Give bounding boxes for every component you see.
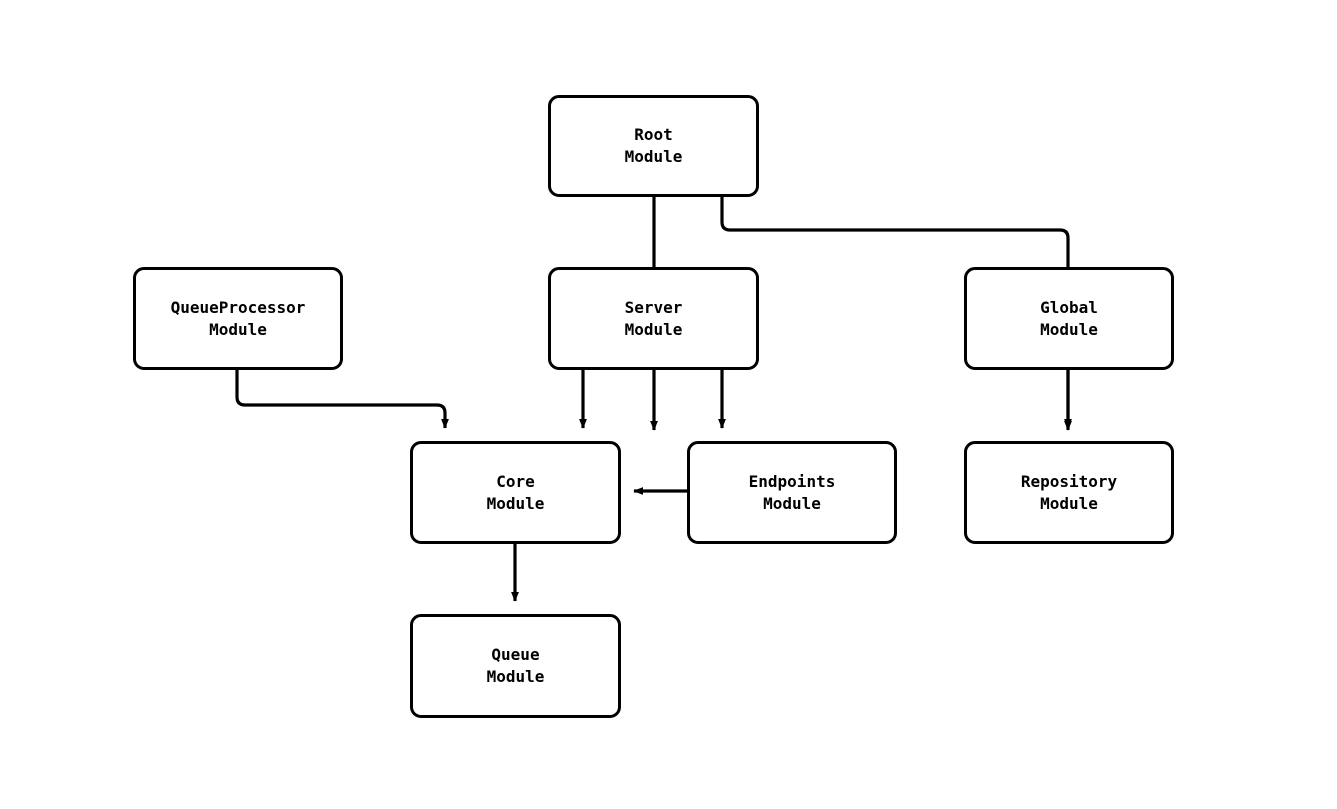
node-endpoints-module-line2: Module	[763, 493, 821, 513]
node-core-module-line1: Core	[496, 471, 535, 491]
node-endpoints-module[interactable]: Endpoints Module	[687, 441, 897, 544]
edge-queueprocessor-to-core	[235, 370, 449, 429]
node-repository-module-line2: Module	[1040, 493, 1098, 513]
node-queueprocessor-module[interactable]: QueueProcessor Module	[133, 267, 343, 370]
node-core-module-line2: Module	[486, 493, 545, 513]
node-server-module[interactable]: Server Module	[548, 267, 759, 370]
node-queue-module[interactable]: Queue Module	[410, 614, 621, 718]
node-global-module-line1: Global	[1040, 297, 1098, 317]
node-server-module-line1: Server	[624, 297, 683, 317]
node-core-module[interactable]: Core Module	[410, 441, 621, 544]
node-queue-module-line1: Queue	[491, 645, 540, 664]
node-repository-module[interactable]: Repository Module	[964, 441, 1174, 544]
node-root-module-line1: Root	[634, 125, 673, 144]
node-queue-module-line2: Module	[486, 667, 545, 686]
node-queueprocessor-module-line1: QueueProcessor	[170, 297, 306, 317]
node-root-module-line2: Module	[624, 147, 683, 166]
node-server-module-line2: Module	[624, 319, 683, 339]
node-global-module[interactable]: Global Module	[964, 267, 1174, 370]
node-queueprocessor-module-line2: Module	[209, 319, 267, 339]
node-repository-module-line1: Repository	[1020, 471, 1118, 491]
node-root-module[interactable]: Root Module	[548, 95, 759, 197]
node-endpoints-module-line1: Endpoints	[748, 471, 836, 491]
node-global-module-line2: Module	[1040, 319, 1098, 339]
